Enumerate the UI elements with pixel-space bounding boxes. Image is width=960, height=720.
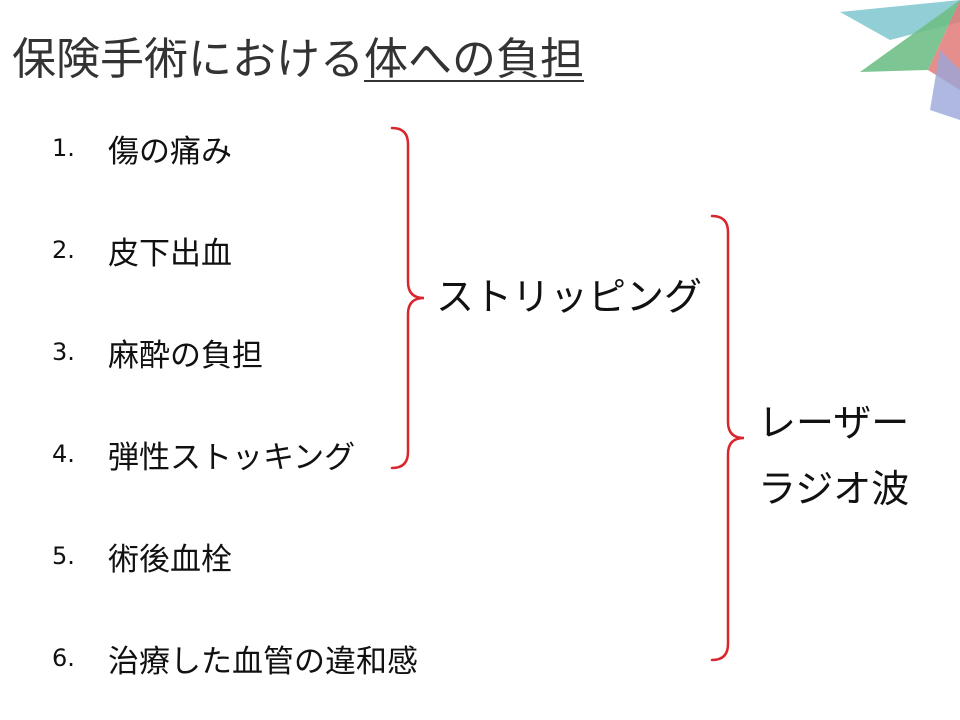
list-item: 1. 傷の痛み	[52, 124, 232, 172]
list-number: 3.	[52, 338, 75, 366]
corner-shape-green	[860, 0, 960, 72]
list-number: 2.	[52, 236, 75, 264]
bracket-laser	[710, 214, 745, 662]
list-item: 2. 皮下出血	[52, 226, 232, 274]
slide-title: 保険手術における体への負担	[12, 30, 584, 90]
list-text: 弾性ストッキング	[108, 439, 356, 476]
title-emphasis: 体への負担	[364, 34, 584, 85]
list-text: 術後血栓	[108, 541, 232, 578]
list-number: 1.	[52, 134, 75, 162]
list-number: 4.	[52, 440, 75, 468]
list-text: 傷の痛み	[108, 133, 232, 170]
list-text: 治療した血管の違和感	[108, 643, 418, 680]
list-text: 皮下出血	[108, 235, 232, 272]
title-main: 保険手術における	[12, 34, 364, 85]
list-item: 4. 弾性ストッキング	[52, 430, 355, 478]
label-laser: レーザー	[758, 401, 910, 445]
list-text: 麻酔の負担	[108, 337, 263, 374]
list-item: 6. 治療した血管の違和感	[52, 634, 418, 682]
label-stripping: ストリッピング	[436, 275, 703, 319]
corner-decoration	[840, 0, 960, 120]
label-radiofrequency: ラジオ波	[758, 467, 910, 511]
corner-shape-blue	[930, 50, 960, 120]
list-number: 5.	[52, 542, 75, 570]
list-number: 6.	[52, 644, 75, 672]
bracket-stripping	[390, 126, 425, 470]
corner-shape-teal	[840, 0, 960, 40]
list-item: 3. 麻酔の負担	[52, 328, 263, 376]
list-item: 5. 術後血栓	[52, 532, 232, 580]
